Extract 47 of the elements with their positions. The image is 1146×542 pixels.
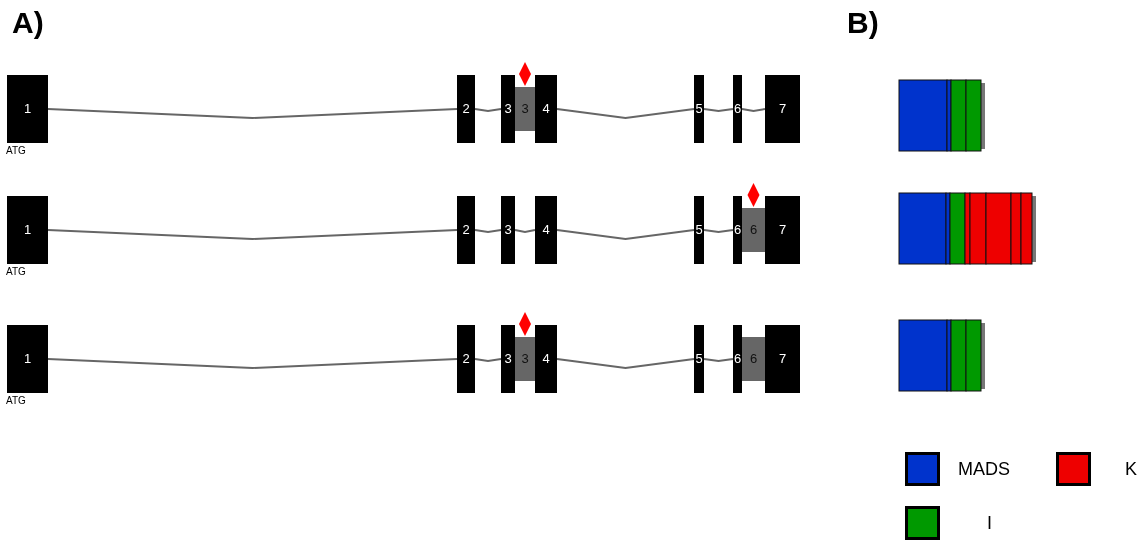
intron-line [556, 358, 695, 369]
intron-line [47, 229, 458, 240]
intron-line [703, 108, 734, 112]
exon-box: 6 [733, 75, 742, 143]
legend-label: MADS [958, 460, 1010, 478]
exon-box: 7 [765, 75, 800, 143]
start-codon-label: ATG [6, 267, 26, 277]
exon-box: 3 [501, 196, 515, 264]
exon-box: 3 [501, 75, 515, 143]
exon-box: 2 [457, 325, 475, 393]
exon-box: 4 [535, 75, 557, 143]
intron-line [514, 229, 536, 233]
exon-box: 4 [535, 325, 557, 393]
exon-box: 7 [765, 196, 800, 264]
intron-line [474, 229, 502, 233]
exon-box: 4 [535, 196, 557, 264]
intron-line [703, 358, 734, 362]
exon-box: 2 [457, 196, 475, 264]
exon-box: 1 [7, 325, 48, 393]
intron-line [556, 108, 695, 119]
exon-box: 3 [501, 325, 515, 393]
exon-box: 1 [7, 196, 48, 264]
intron-line [741, 108, 766, 112]
intron-line [703, 229, 734, 233]
exon-box: 1 [7, 75, 48, 143]
panel-label: B) [847, 8, 879, 38]
intron-line [556, 229, 695, 240]
intron-line [47, 358, 458, 369]
start-codon-label: ATG [6, 396, 26, 406]
intron-line [474, 108, 502, 112]
legend-label: I [987, 514, 992, 532]
intron-line [47, 108, 458, 119]
exon-box: 6 [733, 196, 742, 264]
exon-box: 2 [457, 75, 475, 143]
retained-intron-box: 6 [742, 208, 765, 252]
intron-line [474, 358, 502, 362]
retained-intron-box: 6 [742, 337, 765, 381]
exon-box: 6 [733, 325, 742, 393]
exon-box: 5 [694, 325, 704, 393]
retained-intron-box: 3 [515, 337, 535, 381]
legend-label: K [1125, 460, 1137, 478]
exon-box: 5 [694, 196, 704, 264]
exon-box: 5 [694, 75, 704, 143]
panel-label: A) [12, 8, 44, 38]
exon-box: 7 [765, 325, 800, 393]
retained-intron-box: 3 [515, 87, 535, 131]
start-codon-label: ATG [6, 146, 26, 156]
